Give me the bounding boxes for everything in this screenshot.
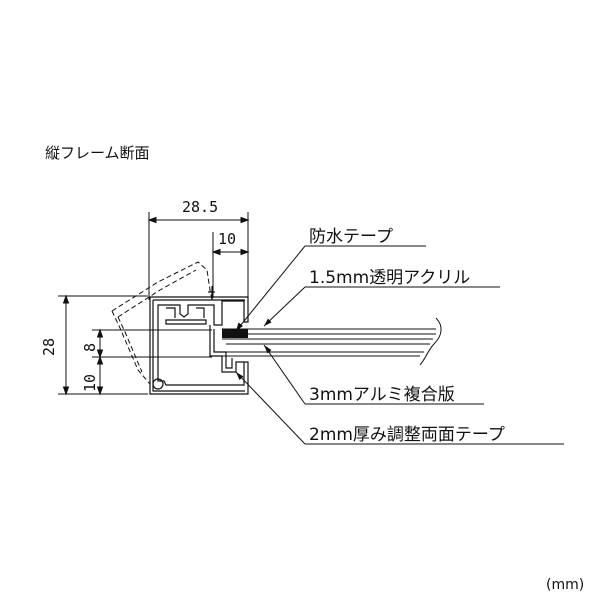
composite-panel (222, 338, 433, 357)
dimension-height-inner (92, 328, 212, 396)
dimension-width-inner (211, 232, 250, 298)
aluminium-frame-profile (149, 286, 249, 395)
callout-waterproof-tape: 防水テープ (309, 227, 393, 247)
panel-layers (222, 317, 442, 366)
break-line (419, 317, 442, 366)
open-cover-dashed-outline (111, 261, 213, 385)
dimension-height-overall-label: 28 (40, 338, 58, 356)
gasket-circle (152, 378, 164, 390)
callout-arrowheads (236, 318, 272, 380)
callout-clear-acrylic: 1.5mm透明アクリル (309, 268, 470, 288)
dimension-height-b-label: 8 (81, 343, 99, 352)
dimension-width-overall (147, 212, 250, 300)
dimension-height-a-label: 10 (81, 374, 99, 392)
diagram-title: 縦フレーム断面 (45, 144, 150, 162)
callout-leaders (235, 245, 564, 445)
dimension-width-overall-label: 28.5 (182, 198, 218, 216)
dimension-width-inner-label: 10 (218, 230, 236, 248)
callout-adjusting-tape: 2mm厚み調整両面テープ (309, 425, 505, 445)
callout-aluminium-composite: 3mmアルミ複合版 (309, 385, 455, 405)
unit-label: (mm) (546, 577, 584, 593)
dimension-height-overall (58, 294, 148, 396)
acrylic-sheet (222, 328, 436, 335)
